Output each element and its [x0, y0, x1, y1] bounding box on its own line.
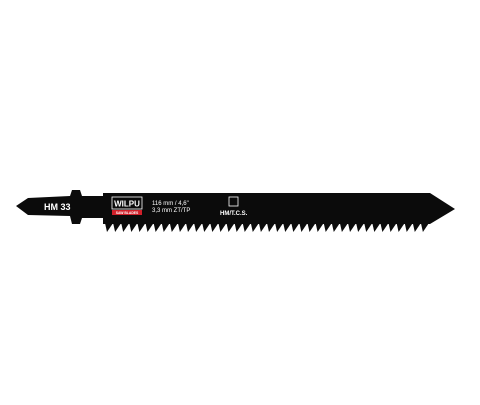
- saw-tooth: [250, 223, 259, 232]
- saw-tooth: [210, 223, 219, 232]
- saw-tooth: [283, 223, 292, 232]
- saw-tooth: [315, 223, 324, 232]
- saw-tooth: [202, 223, 211, 232]
- length-spec: 116 mm / 4,6": [152, 201, 189, 207]
- saw-tooth: [299, 223, 308, 232]
- saw-tooth: [177, 223, 186, 232]
- saw-tooth: [129, 223, 138, 232]
- saw-tooth: [226, 223, 235, 232]
- saw-tooth: [169, 223, 178, 232]
- saw-tooth: [121, 223, 130, 232]
- saw-tooth: [331, 223, 340, 232]
- model-label: HM 33: [44, 202, 71, 212]
- saw-tooth: [396, 223, 405, 232]
- logo-tagline: SAW BLADES: [116, 211, 139, 215]
- saw-tooth: [105, 223, 114, 232]
- saw-tooth: [323, 223, 332, 232]
- saw-tooth: [161, 223, 170, 232]
- saw-tooth: [258, 223, 267, 232]
- saw-tooth: [218, 223, 227, 232]
- brand-logo: WILPU SAW BLADES: [111, 196, 143, 215]
- saw-tooth: [364, 223, 373, 232]
- saw-tooth: [412, 223, 421, 232]
- logo-wordmark: WILPU: [114, 200, 140, 209]
- material-label: HM/T.C.S.: [220, 211, 248, 217]
- saw-tooth: [234, 223, 243, 232]
- logo-frame: [111, 196, 143, 210]
- saw-tooth: [137, 223, 146, 232]
- saw-tooth: [242, 223, 251, 232]
- logo-red-band: [112, 210, 142, 215]
- saw-tooth: [186, 223, 195, 232]
- blade-shank: [16, 190, 103, 224]
- saw-tooth: [275, 223, 284, 232]
- saw-tooth: [145, 223, 154, 232]
- blade-teeth: [105, 223, 429, 232]
- saw-tooth: [307, 223, 316, 232]
- blade-body: [103, 193, 455, 224]
- saw-tooth: [113, 223, 122, 232]
- saw-tooth: [404, 223, 413, 232]
- tooth-spec: 3,3 mm ZT/TP: [152, 208, 190, 214]
- saw-tooth: [153, 223, 162, 232]
- saw-tooth: [356, 223, 365, 232]
- saw-tooth: [291, 223, 300, 232]
- material-checkbox-mark: [228, 196, 239, 207]
- saw-tooth: [388, 223, 397, 232]
- saw-tooth: [348, 223, 357, 232]
- saw-tooth: [372, 223, 381, 232]
- saw-tooth: [194, 223, 203, 232]
- saw-tooth: [420, 223, 429, 232]
- saw-tooth: [267, 223, 276, 232]
- saw-tooth: [339, 223, 348, 232]
- saw-tooth: [380, 223, 389, 232]
